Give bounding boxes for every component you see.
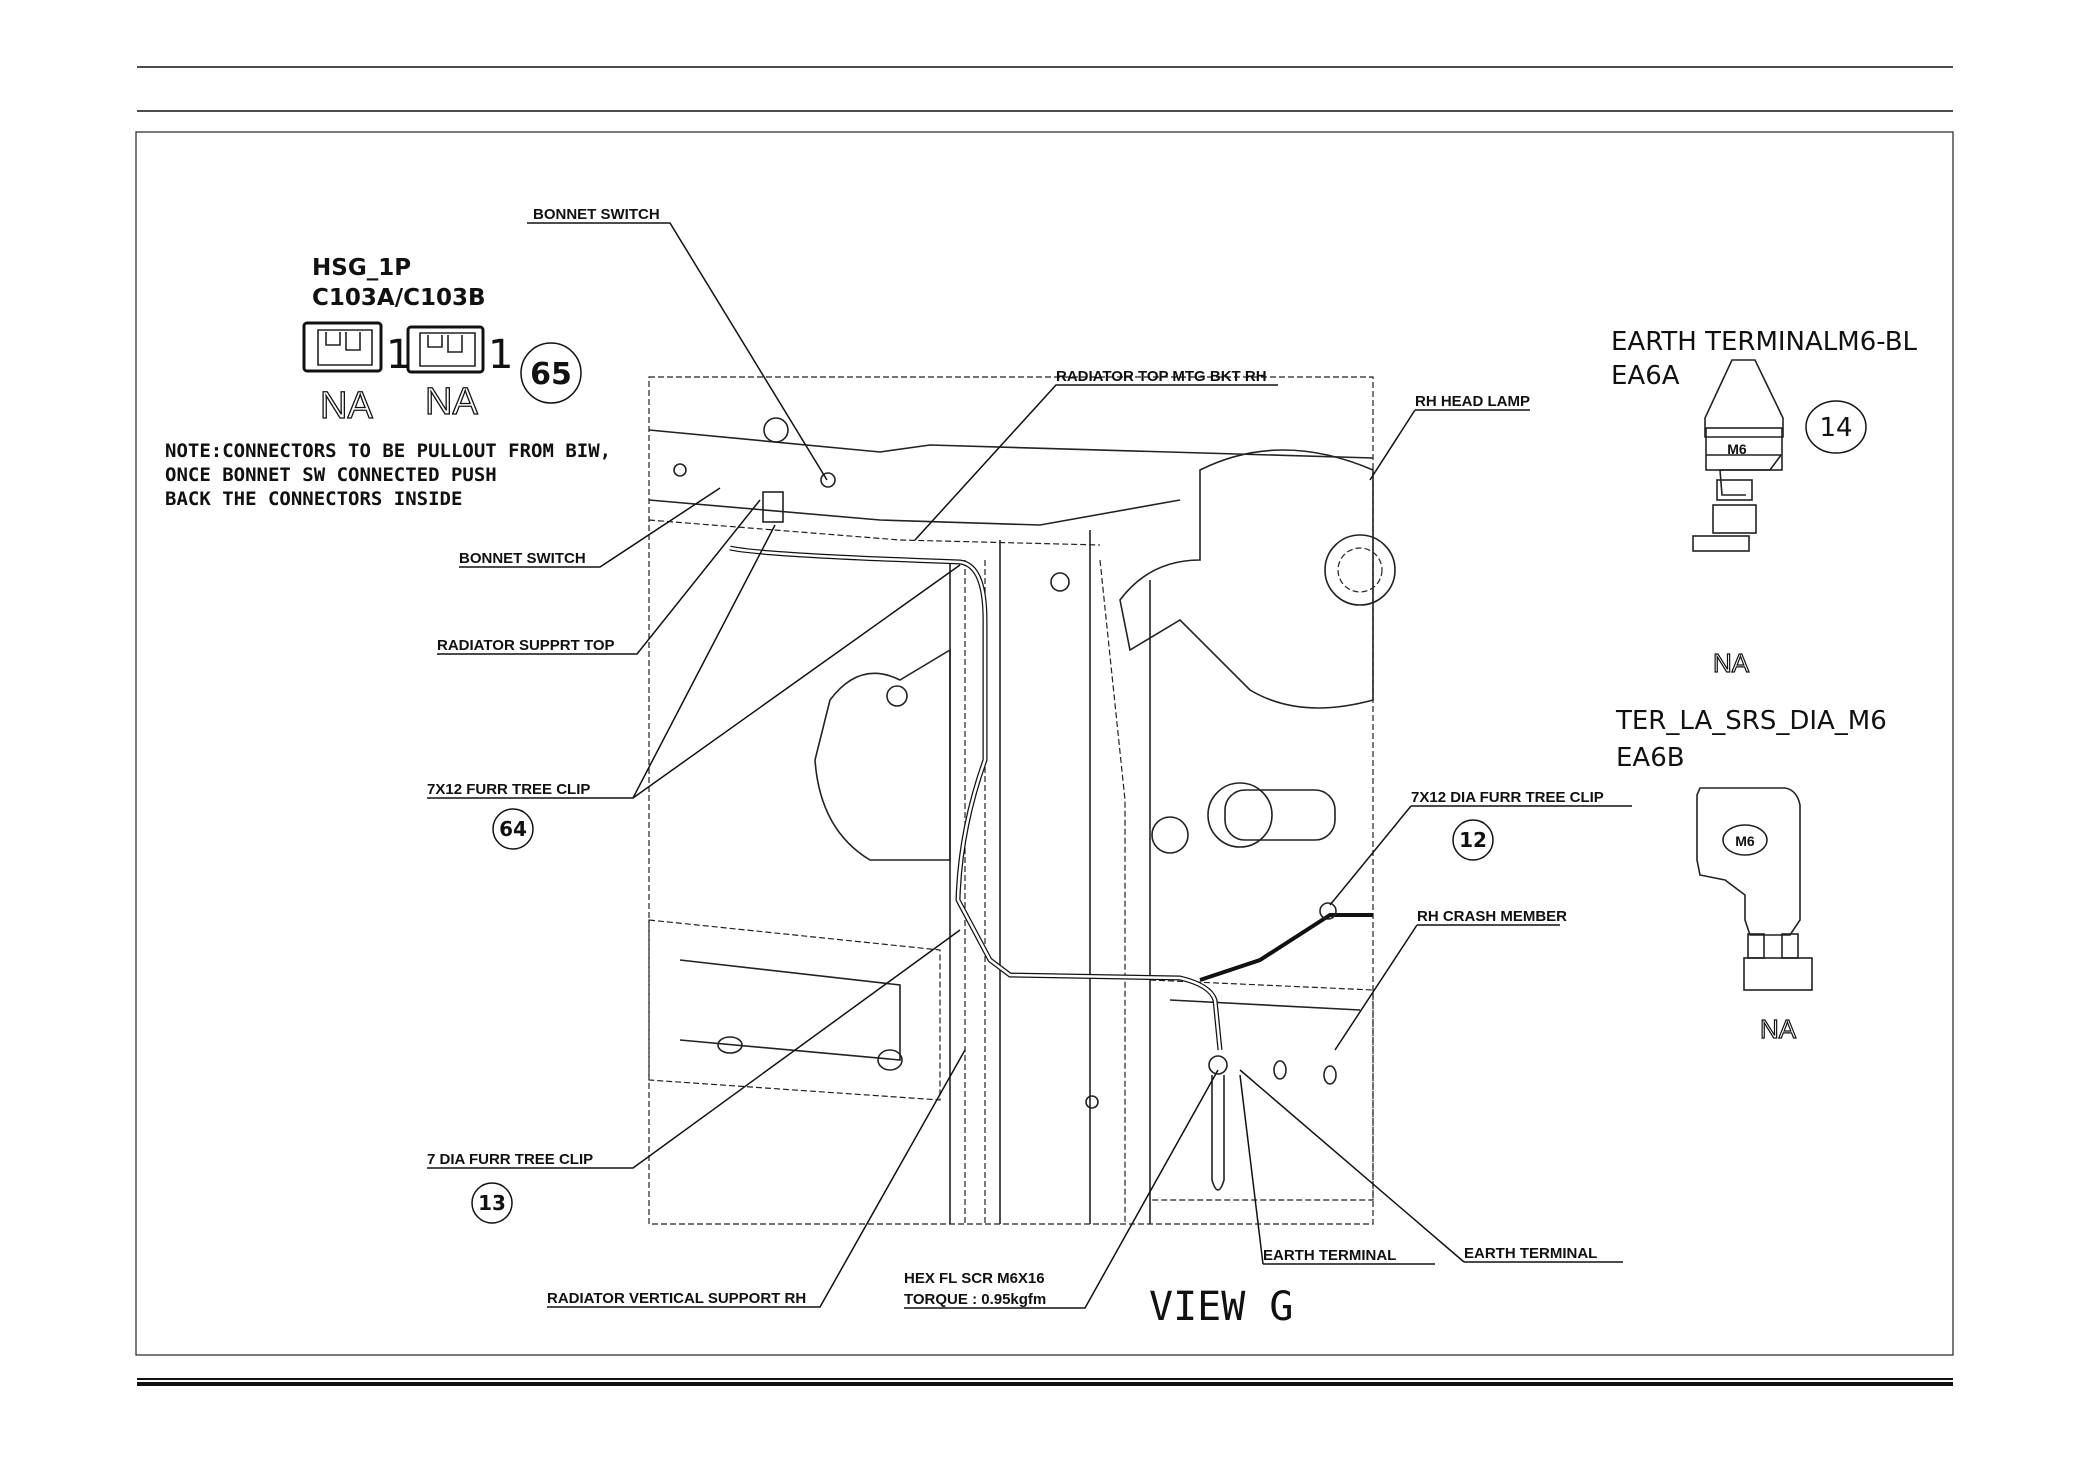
callout-circle-64 <box>492 808 534 850</box>
callout-circle-14 <box>1805 400 1867 454</box>
callout-64: 64 <box>499 817 527 841</box>
label-furr-tree-clip-7x12: 7X12 FURR TREE CLIP <box>427 781 590 798</box>
label-bonnet-switch-top: BONNET SWITCH <box>533 206 660 223</box>
callout-65: 65 <box>530 357 572 392</box>
pin-label-2: 1 <box>488 332 513 378</box>
earth-terminal-b-title: TER_LA_SRS_DIA_M6 <box>1615 706 1887 736</box>
earth-terminal-b-marking: M6 <box>1735 833 1755 849</box>
callout-circle-13 <box>471 1182 513 1224</box>
connector-icon <box>406 325 485 374</box>
label-bonnet-switch: BONNET SWITCH <box>459 550 586 567</box>
earth-terminal-b-status: NA <box>1760 1014 1797 1044</box>
leader-lines <box>427 222 1632 1309</box>
earth-terminal-a-marking: M6 <box>1727 441 1747 457</box>
earth-terminal-b: TER_LA_SRS_DIA_M6 EA6B M6 NA <box>1615 706 1887 1045</box>
label-7x12-dia-furr-tree-clip: 7X12 DIA FURR TREE CLIP <box>1411 789 1604 806</box>
connector-icon <box>302 321 383 373</box>
srs-terminal-icon: M6 <box>1696 787 1813 991</box>
label-rh-crash-member: RH CRASH MEMBER <box>1417 908 1567 925</box>
connector-status-1: NA <box>320 385 373 427</box>
callout-circle-12 <box>1452 819 1494 861</box>
note-line-3: BACK THE CONNECTORS INSIDE <box>165 488 462 510</box>
earth-terminal-b-code: EA6B <box>1616 743 1685 773</box>
earth-terminal-a: EARTH TERMINALM6-BL EA6A M6 14 NA <box>1611 327 1918 679</box>
label-radiator-vertical-support: RADIATOR VERTICAL SUPPORT RH <box>547 1290 806 1307</box>
callout-13: 13 <box>478 1191 506 1215</box>
connector-status-2: NA <box>425 381 478 423</box>
view-boundary <box>648 376 1374 1225</box>
label-earth-terminal-2: EARTH TERMINAL <box>1464 1245 1597 1262</box>
note-line-2: ONCE BONNET SW CONNECTED PUSH <box>165 464 497 486</box>
label-torque: TORQUE : 0.95kgfm <box>904 1291 1046 1308</box>
connector-title: HSG_1P <box>312 255 411 281</box>
view-g-drawing <box>648 376 1396 1225</box>
ring-terminal-icon: M6 <box>1692 359 1784 552</box>
earth-terminal-a-status: NA <box>1713 648 1750 678</box>
drawing-frame <box>135 131 1954 1356</box>
earth-terminal-a-title: EARTH TERMINALM6-BL <box>1611 327 1918 357</box>
view-title: VIEW G <box>1149 1284 1294 1330</box>
label-hex-screw: HEX FL SCR M6X16 <box>904 1270 1045 1287</box>
label-radiator-top-bkt: RADIATOR TOP MTG BKT RH <box>1056 368 1267 385</box>
callout-12: 12 <box>1459 828 1487 852</box>
callout-circle-65 <box>520 342 582 404</box>
connector-spec: HSG_1P C103A/C103B 1 1 65 NA NA NOTE:CON… <box>165 255 611 510</box>
label-radiator-support-top: RADIATOR SUPPRT TOP <box>437 637 615 654</box>
label-earth-terminal-1: EARTH TERMINAL <box>1263 1247 1396 1264</box>
callout-14: 14 <box>1819 413 1852 443</box>
label-7-dia-furr-tree-clip: 7 DIA FURR TREE CLIP <box>427 1151 593 1168</box>
note-line-1: NOTE:CONNECTORS TO BE PULLOUT FROM BIW, <box>165 440 611 462</box>
connector-part-numbers: C103A/C103B <box>312 285 486 311</box>
earth-terminal-a-code: EA6A <box>1611 361 1680 391</box>
label-rh-head-lamp: RH HEAD LAMP <box>1415 393 1530 410</box>
